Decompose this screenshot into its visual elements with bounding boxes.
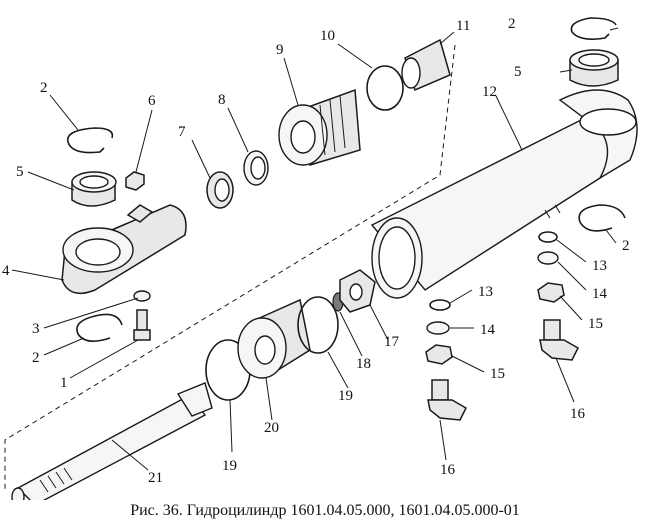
label-21: 21 <box>148 470 163 486</box>
part-2-ring-bottom-left <box>76 313 123 342</box>
part-2-ring-top-left <box>66 127 114 154</box>
part-20-gland <box>237 298 311 379</box>
label-8: 8 <box>218 92 226 108</box>
label-17: 17 <box>384 334 400 350</box>
label-16-right: 16 <box>570 406 586 422</box>
part-2-ring-top-right <box>570 17 617 40</box>
part-4-head-eye <box>61 204 187 295</box>
label-13-center: 13 <box>478 284 493 300</box>
label-16-center: 16 <box>440 462 456 478</box>
label-9: 9 <box>276 42 284 58</box>
label-19-right: 19 <box>338 388 353 404</box>
part-21-piston-rod <box>11 382 213 500</box>
part-13-ring-center <box>429 299 451 311</box>
part-1-bolt <box>133 309 151 341</box>
part-12-cylinder-barrel <box>370 89 638 299</box>
label-14-center: 14 <box>480 322 496 338</box>
label-11: 11 <box>456 18 470 34</box>
label-2-top-right: 2 <box>508 16 516 32</box>
part-5-bushing-left <box>71 171 117 207</box>
label-18: 18 <box>356 356 371 372</box>
part-17-nut <box>339 269 376 313</box>
part-5-bushing-right <box>569 49 619 87</box>
part-3-washer <box>133 290 151 302</box>
part-6-nut <box>125 171 145 191</box>
hydraulic-cylinder-exploded-diagram: 2 6 5 4 3 2 1 7 8 9 10 11 2 5 12 2 13 14… <box>2 16 638 500</box>
label-15-right: 15 <box>588 316 603 332</box>
label-6: 6 <box>148 93 156 109</box>
label-14-right: 14 <box>592 286 608 302</box>
label-2-top-left: 2 <box>40 80 48 96</box>
label-3: 3 <box>32 321 40 337</box>
leader-lines <box>11 27 619 471</box>
part-2-ring-right <box>578 204 626 232</box>
assembly-axis-line <box>4 44 456 490</box>
label-1: 1 <box>60 375 68 391</box>
label-10: 10 <box>320 28 335 44</box>
label-5-left: 5 <box>16 164 24 180</box>
part-15-nut-center <box>425 344 453 365</box>
label-15-center: 15 <box>490 366 505 382</box>
part-10-o-ring <box>366 65 404 111</box>
part-7-ring <box>206 171 234 209</box>
label-13-right: 13 <box>592 258 607 274</box>
label-19-left: 19 <box>222 458 237 474</box>
part-14-washer-right <box>537 251 559 265</box>
label-5-right: 5 <box>514 64 522 80</box>
label-12: 12 <box>482 84 497 100</box>
part-15-nut-right <box>537 282 565 303</box>
part-8-ring <box>243 150 269 186</box>
part-14-washer-center <box>426 321 450 335</box>
label-4: 4 <box>2 263 10 279</box>
part-13-ring-right <box>538 231 558 243</box>
part-11-sleeve <box>401 38 451 92</box>
part-9-piston <box>278 88 361 166</box>
label-2-bottom-left: 2 <box>32 350 40 366</box>
part-16-fitting-right <box>539 319 579 361</box>
label-7: 7 <box>178 124 186 140</box>
label-2-right: 2 <box>622 238 630 254</box>
part-16-fitting-center <box>427 379 467 421</box>
part-19-ring-right <box>297 296 339 354</box>
figure-caption: Рис. 36. Гидроцилиндр 1601.04.05.000, 16… <box>130 502 520 519</box>
label-20: 20 <box>264 420 279 436</box>
